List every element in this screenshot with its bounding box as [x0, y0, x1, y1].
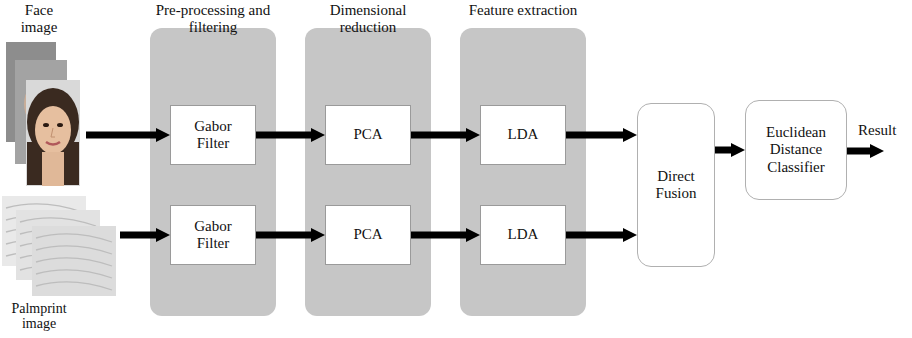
arrow-head — [623, 128, 637, 142]
box-label: Euclidean Distance Classifier — [752, 124, 840, 176]
box-label: LDA — [508, 226, 539, 243]
process-block: Euclidean Distance Classifier — [745, 100, 847, 200]
image-label: Face image — [8, 2, 70, 37]
process-block: Direct Fusion — [637, 103, 715, 267]
stage-band: Pre-processing and filteringGabor Filter… — [150, 0, 276, 316]
box-label: Gabor Filter — [177, 218, 249, 253]
box-label: Gabor Filter — [177, 118, 249, 153]
process-box: PCA — [325, 105, 411, 165]
image-label: Palmprint image — [8, 302, 70, 331]
box-label: Direct Fusion — [644, 168, 708, 203]
flow-arrow — [86, 128, 170, 142]
output-arrow — [846, 144, 890, 160]
process-box: Gabor Filter — [170, 205, 256, 265]
stage-band: Feature extractionLDA LDA — [460, 0, 586, 316]
process-box: LDA — [480, 205, 566, 265]
band-heading: Dimensional reduction — [305, 2, 431, 37]
arrow-shaft — [566, 132, 625, 139]
arrow-head — [623, 228, 637, 242]
band-panel — [150, 28, 276, 316]
arrow-shaft — [411, 132, 468, 139]
arrow-shaft — [566, 232, 625, 239]
box-label: PCA — [353, 126, 382, 143]
image-stack — [6, 42, 82, 188]
arrow-shaft — [411, 232, 468, 239]
band-panel — [305, 28, 431, 316]
band-heading: Feature extraction — [460, 2, 586, 19]
output-label: Result — [858, 122, 896, 139]
arrow-shaft — [256, 132, 313, 139]
arrow-shaft — [120, 232, 158, 239]
band-heading: Pre-processing and filtering — [150, 2, 276, 37]
arrow-head — [731, 143, 745, 157]
flow-arrow — [715, 143, 745, 157]
box-label: PCA — [353, 226, 382, 243]
arrow-shaft — [715, 147, 733, 154]
process-box: LDA — [480, 105, 566, 165]
input-image: Face image — [2, 2, 86, 188]
box-label: LDA — [508, 126, 539, 143]
process-box: Gabor Filter — [170, 105, 256, 165]
process-box: PCA — [325, 205, 411, 265]
stage-band: Dimensional reductionPCA PCA — [305, 0, 431, 316]
image-stack — [2, 196, 118, 298]
band-panel — [460, 28, 586, 316]
arrow-shaft — [86, 132, 158, 139]
input-image: Palmprint image — [2, 196, 120, 336]
arrow-shaft — [256, 232, 313, 239]
